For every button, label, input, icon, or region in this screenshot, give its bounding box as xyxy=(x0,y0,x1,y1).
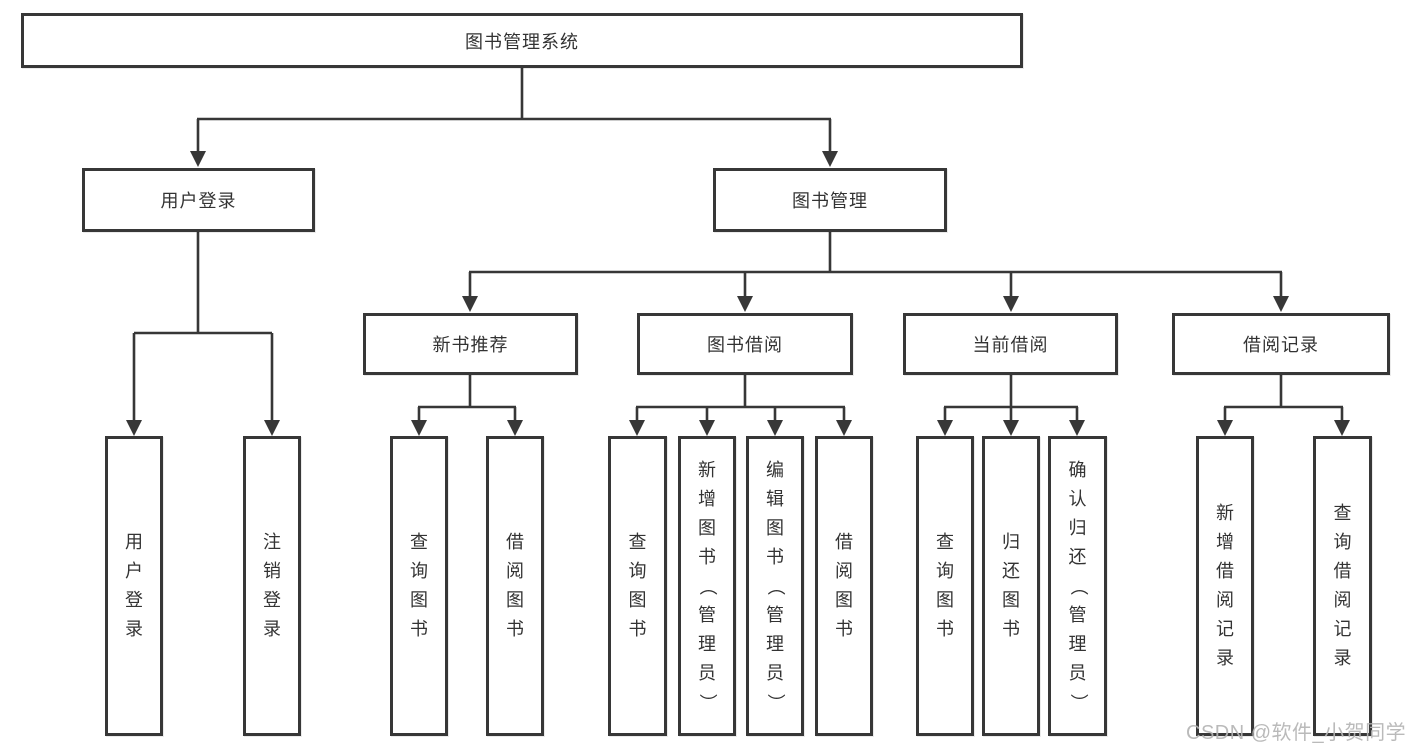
node-library-system: 图书管理系统 xyxy=(21,13,1023,68)
leaf-edit-book-admin: 编辑图书（管理员） xyxy=(746,436,804,736)
watermark: CSDN @软件_小贺同学 xyxy=(1186,722,1405,744)
leaf-query-books-borrowing: 查询图书 xyxy=(608,436,667,736)
leaf-return-books: 归还图书 xyxy=(982,436,1040,736)
node-book-borrowing: 图书借阅 xyxy=(637,313,853,375)
leaf-query-borrow-record-label: 查询借阅记录 xyxy=(1333,503,1352,668)
leaf-logout: 注销登录 xyxy=(243,436,301,736)
node-borrowing-records: 借阅记录 xyxy=(1172,313,1390,375)
node-current-borrowing: 当前借阅 xyxy=(903,313,1118,375)
leaf-borrow-books-recommend: 借阅图书 xyxy=(486,436,544,736)
leaf-add-book-admin-label: 新增图书（管理员） xyxy=(697,459,718,712)
leaf-user-login: 用户登录 xyxy=(105,436,163,736)
leaf-return-books-label: 归还图书 xyxy=(1002,532,1020,639)
node-user-login-label: 用户登录 xyxy=(160,191,237,211)
leaf-borrow-book-label: 借阅图书 xyxy=(835,532,853,639)
leaf-add-book-admin: 新增图书（管理员） xyxy=(678,436,736,736)
leaf-add-borrow-record-label: 新增借阅记录 xyxy=(1216,503,1234,668)
node-new-book-recommend: 新书推荐 xyxy=(363,313,578,375)
leaf-add-borrow-record: 新增借阅记录 xyxy=(1196,436,1254,736)
leaf-user-login-label: 用户登录 xyxy=(125,532,143,639)
leaf-query-books-recommend: 查询图书 xyxy=(390,436,448,736)
leaf-borrow-book: 借阅图书 xyxy=(815,436,873,736)
node-current-borrowing-label: 当前借阅 xyxy=(972,335,1049,355)
leaf-query-books-current: 查询图书 xyxy=(916,436,974,736)
leaf-confirm-return-admin: 确认归还（管理员） xyxy=(1048,436,1107,736)
leaf-confirm-return-admin-label: 确认归还（管理员） xyxy=(1068,459,1088,712)
tree-edges xyxy=(132,66,1344,421)
leaf-query-books-current-label: 查询图书 xyxy=(936,532,954,639)
leaf-logout-label: 注销登录 xyxy=(263,532,281,639)
leaf-query-books-recommend-label: 查询图书 xyxy=(410,532,428,639)
leaf-query-borrow-record: 查询借阅记录 xyxy=(1313,436,1372,736)
leaf-borrow-books-recommend-label: 借阅图书 xyxy=(506,532,524,639)
node-book-borrowing-label: 图书借阅 xyxy=(707,335,783,355)
node-user-login: 用户登录 xyxy=(82,168,315,232)
node-new-book-recommend-label: 新书推荐 xyxy=(432,335,509,355)
node-borrowing-records-label: 借阅记录 xyxy=(1243,335,1319,355)
node-book-management: 图书管理 xyxy=(713,168,947,232)
node-book-management-label: 图书管理 xyxy=(792,191,868,211)
leaf-query-books-borrowing-label: 查询图书 xyxy=(628,532,647,639)
leaf-edit-book-admin-label: 编辑图书（管理员） xyxy=(765,459,786,712)
node-library-system-label: 图书管理系统 xyxy=(465,31,579,52)
